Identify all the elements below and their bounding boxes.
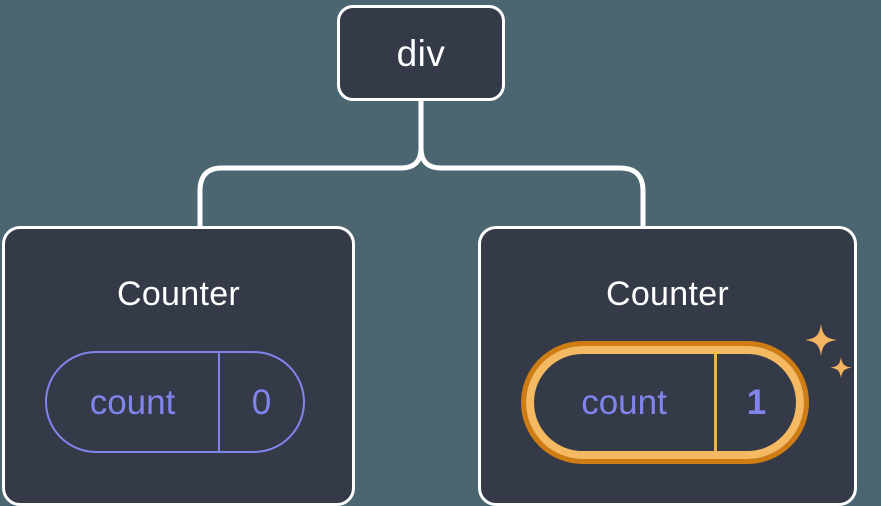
component-tree-diagram: div Counter count 0 Counter count 1 <box>2 5 857 506</box>
state-key-label: count <box>581 383 667 422</box>
connector-path-root-to-children <box>197 97 646 231</box>
sparkle-group <box>805 324 852 379</box>
state-pill-inner-ring: count 1 <box>526 346 804 459</box>
node-counter-left[interactable]: Counter count 0 <box>2 226 355 506</box>
counter-right-title: Counter <box>605 275 730 313</box>
counter-left-title: Counter <box>116 275 241 313</box>
node-div[interactable]: div <box>337 5 505 101</box>
node-counter-right[interactable]: Counter count 1 <box>478 226 857 506</box>
state-pill-count-left[interactable]: count 0 <box>45 351 305 453</box>
sparkle-large-icon <box>805 324 837 356</box>
node-div-label: div <box>396 32 446 74</box>
state-value-label: 1 <box>714 354 796 451</box>
state-value-label: 0 <box>218 353 303 451</box>
sparkle-small-icon <box>830 357 852 379</box>
state-pill-count-right-highlighted[interactable]: count 1 <box>521 341 809 464</box>
state-key-label: count <box>89 382 176 422</box>
